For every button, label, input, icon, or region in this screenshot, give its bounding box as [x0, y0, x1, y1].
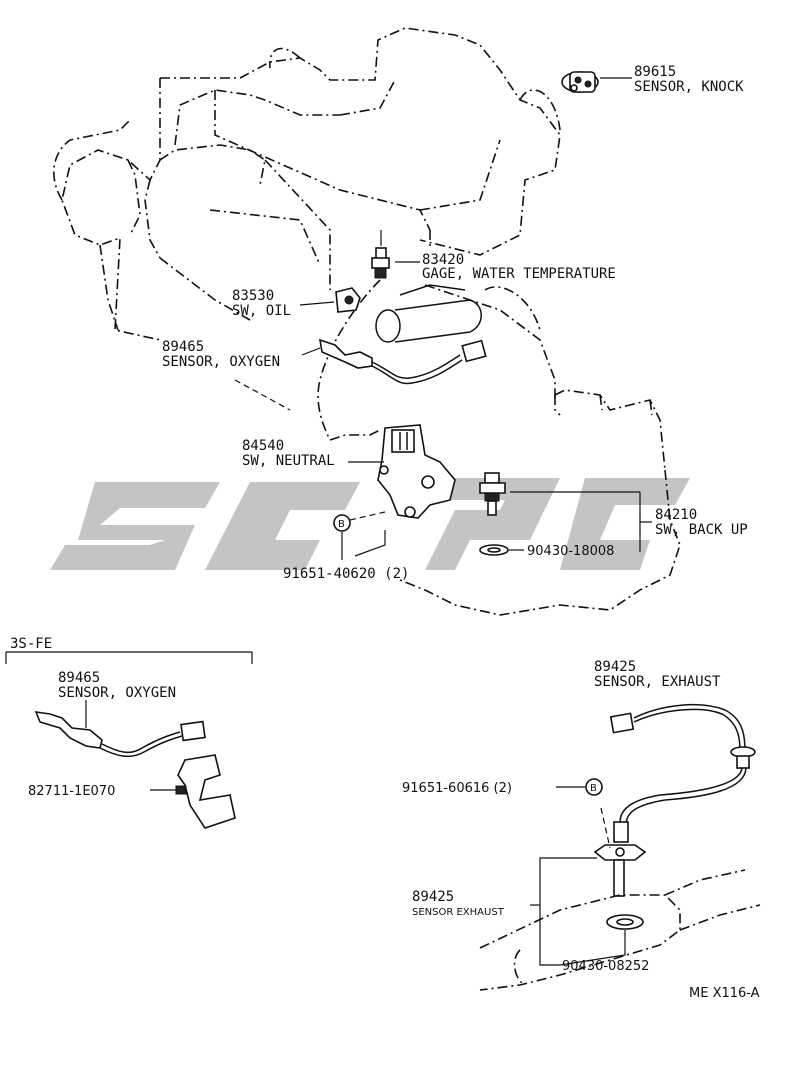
bolt-exhaust-code: 91651-60616 (2) — [402, 781, 512, 796]
bolt-neutral-code: 91651-40620 (2) — [283, 566, 409, 582]
water-name: GAGE, WATER TEMPERATURE — [422, 266, 616, 282]
variant-header: 3S-FE — [10, 636, 52, 652]
exhaust-code: 89425 — [594, 659, 636, 675]
bolt-neutral: B — [333, 511, 386, 560]
bolt-exhaust-mark: B — [590, 783, 597, 794]
gasket-backup — [479, 544, 524, 556]
oil-name: SW, OIL — [232, 303, 291, 319]
oxygen-sensor — [301, 338, 487, 385]
neutral-name: SW, NEUTRAL — [242, 453, 335, 469]
variant-bracket — [5, 651, 253, 664]
exhaust-pipe — [479, 869, 761, 991]
reference-code: ME X116-A — [689, 986, 760, 1001]
backup-code: 84210 — [655, 507, 697, 523]
oxy-name: SENSOR, OXYGEN — [162, 354, 280, 370]
neutral-code: 84540 — [242, 438, 284, 454]
exhaust2-code: 89425 — [412, 889, 454, 905]
oxy2-name: SENSOR, OXYGEN — [58, 685, 176, 701]
knock-name: SENSOR, KNOCK — [634, 79, 744, 95]
backup-switch — [479, 472, 652, 552]
gasket-exhaust-code: 90430-08252 — [562, 959, 649, 974]
gasket-backup-code: 90430-18008 — [527, 544, 614, 559]
oxygen-sensor-variant — [34, 700, 206, 758]
engine-outline — [53, 27, 681, 616]
oil-switch — [299, 287, 361, 313]
neutral-switch — [348, 424, 456, 519]
backup-name: SW, BACK UP — [655, 522, 748, 538]
knock-code: 89615 — [634, 64, 676, 80]
clamp-code: 82711-1E070 — [28, 784, 115, 799]
clamp — [150, 754, 236, 829]
exhaust-name: SENSOR, EXHAUST — [594, 674, 721, 690]
bolt-mark: B — [338, 519, 345, 530]
knock-sensor — [561, 71, 632, 93]
exhaust-leaders — [530, 857, 626, 966]
oxy-code: 89465 — [162, 339, 204, 355]
exhaust-sensor — [593, 704, 756, 897]
water-code: 83420 — [422, 252, 464, 268]
watermark-logo — [50, 478, 690, 570]
bolt-exhaust: B — [556, 778, 603, 796]
oil-code: 83530 — [232, 288, 274, 304]
water-temp-sender — [371, 230, 420, 279]
exhaust2-name: SENSOR EXHAUST — [412, 907, 505, 918]
intake-tube — [375, 284, 482, 343]
oxy-leader — [234, 379, 291, 411]
oxy2-code: 89465 — [58, 670, 100, 686]
